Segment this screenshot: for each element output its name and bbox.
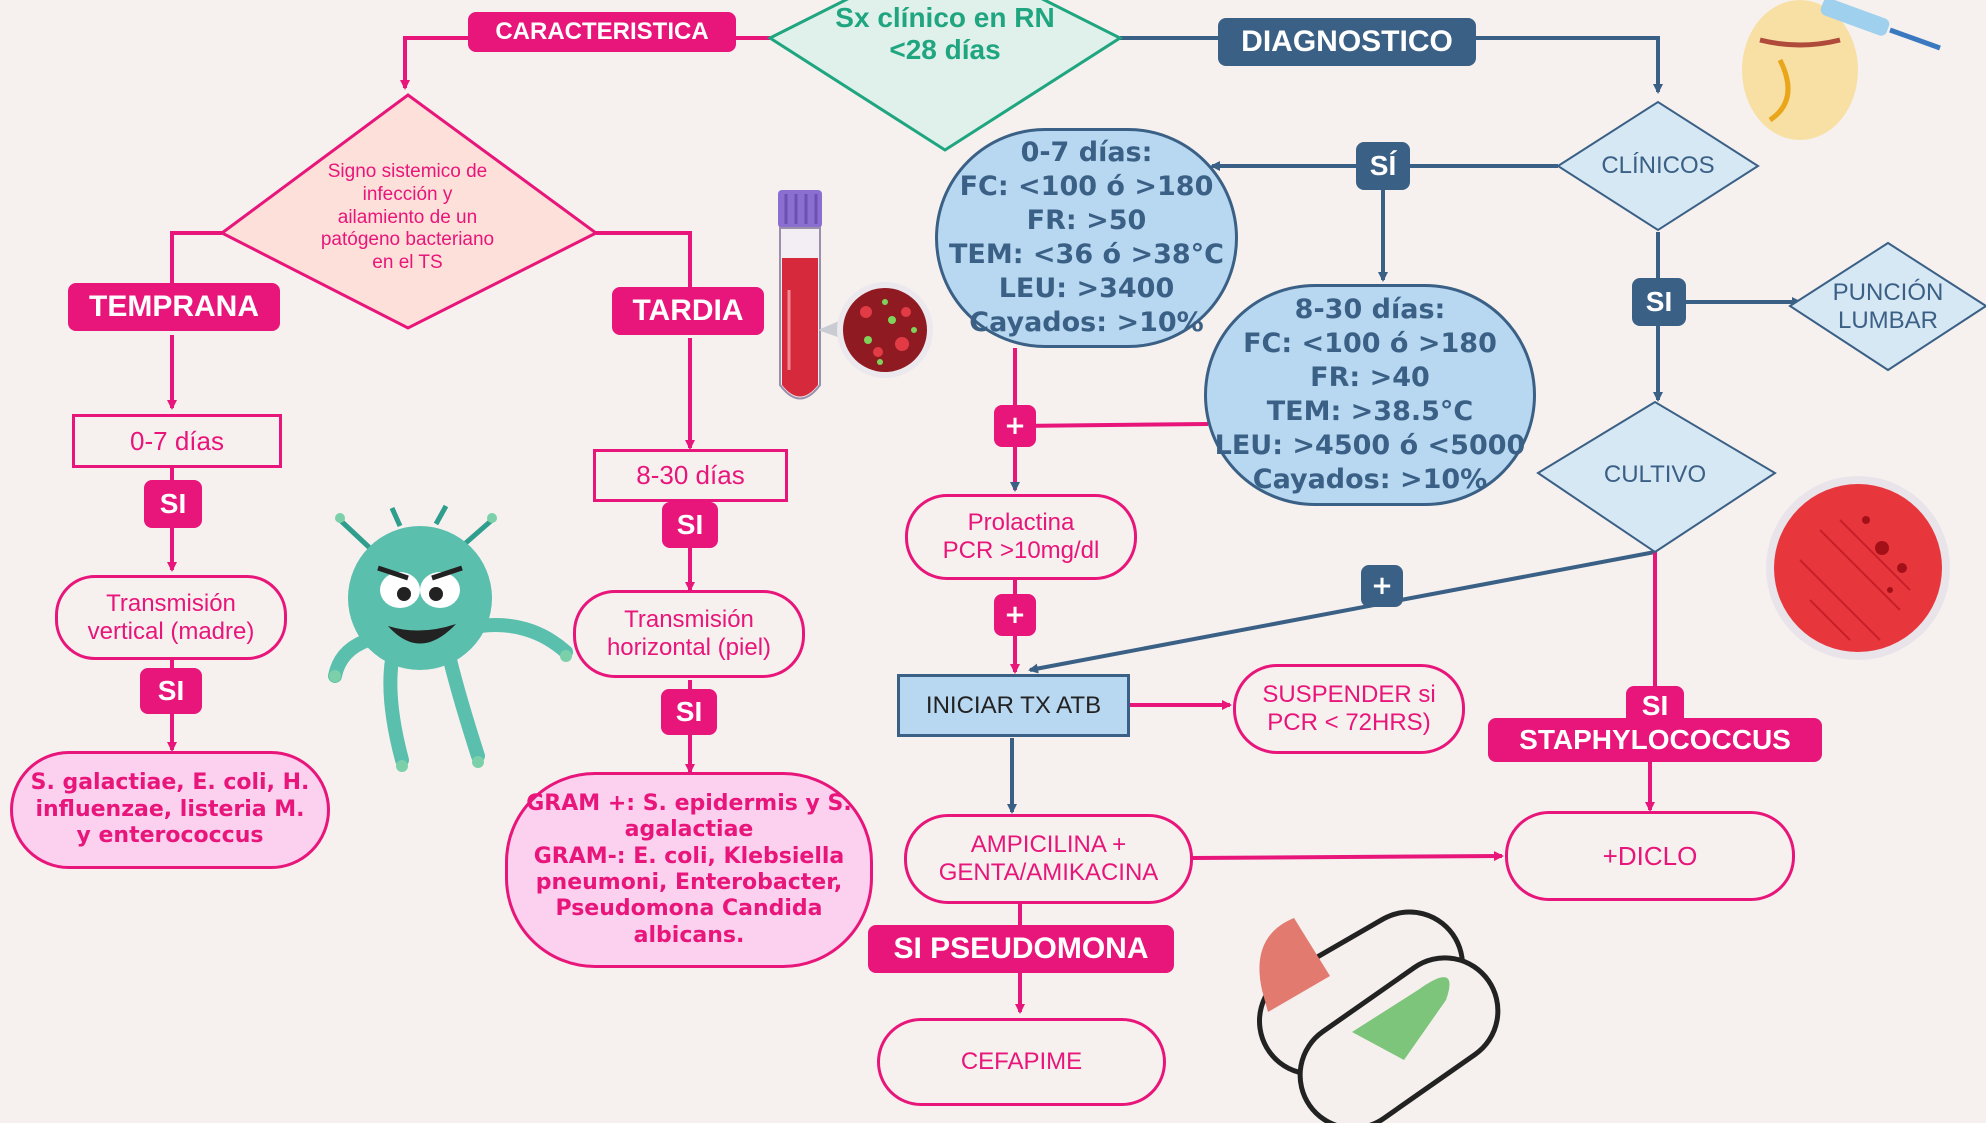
si-badge: SI [1632,278,1686,326]
temprana-days-box: 0-7 días [72,414,282,468]
si-badge: SÍ [1356,142,1410,190]
test-tube-illustration [778,190,933,400]
root-diamond [766,0,1124,152]
pills-illustration [1257,909,1501,1123]
suspender-box: SUSPENDER si PCR < 72HRS) [1233,664,1465,754]
cultivo-diamond [1536,400,1777,554]
criteria-late-box: 8-30 días: FC: <100 ó >180 FR: >40 TEM: … [1204,284,1536,506]
puncion-diamond [1788,241,1986,372]
ampicilina-box: AMPICILINA + GENTA/AMIKACINA [904,814,1193,904]
staphylococcus-label: STAPHYLOCOCCUS [1488,718,1822,762]
prolactina-box: Prolactina PCR >10mg/dl [905,494,1137,580]
clinicos-diamond [1556,100,1760,232]
cultivo-label: CULTIVO [1603,461,1707,488]
germ-mascot-illustration [328,504,573,772]
tardia-days-box: 8-30 días [593,449,788,502]
diagnostico-label: DIAGNOSTICO [1218,18,1476,66]
si-badge: SI [661,689,717,735]
si-badge: SI [662,502,718,548]
tardia-label: TARDIA [612,287,764,335]
signo-diamond [219,93,599,330]
cefapime-box: CEFAPIME [877,1018,1166,1106]
plus-badge: + [994,405,1036,447]
caracteristica-label: CARACTERISTICA [468,12,736,52]
si-badge: SI [140,668,202,714]
criteria-early-box: 0-7 días: FC: <100 ó >180 FR: >50 TEM: <… [935,128,1238,348]
horizontal-transmission-box: Transmisión horizontal (piel) [573,590,805,678]
clinicos-label: CLÍNICOS [1601,152,1715,179]
plus-badge: + [994,594,1036,636]
iniciar-tx-box: INICIAR TX ATB [897,674,1130,737]
signo-label: Signo sistemico de infección y ailamient… [320,161,495,274]
puncion-lumbar-label: PUNCIÓN LUMBAR [1832,279,1944,334]
temprana-label: TEMPRANA [68,283,280,331]
syringe-illustration [1742,0,1941,140]
si-pseudomona-label: SI PSEUDOMONA [868,925,1174,973]
agar-plate-illustration [1766,476,1950,660]
plus-badge: + [1361,565,1403,607]
vertical-transmission-box: Transmisión vertical (madre) [55,575,287,660]
diclo-box: +DICLO [1505,811,1795,901]
early-organisms-box: S. galactiae, E. coli, H. influenzae, li… [10,751,330,869]
si-badge: SI [144,480,202,528]
late-organisms-box: GRAM +: S. epidermis y S. agalactiae GRA… [505,772,873,968]
root-label: Sx clínico en RN <28 días [835,1,1055,65]
